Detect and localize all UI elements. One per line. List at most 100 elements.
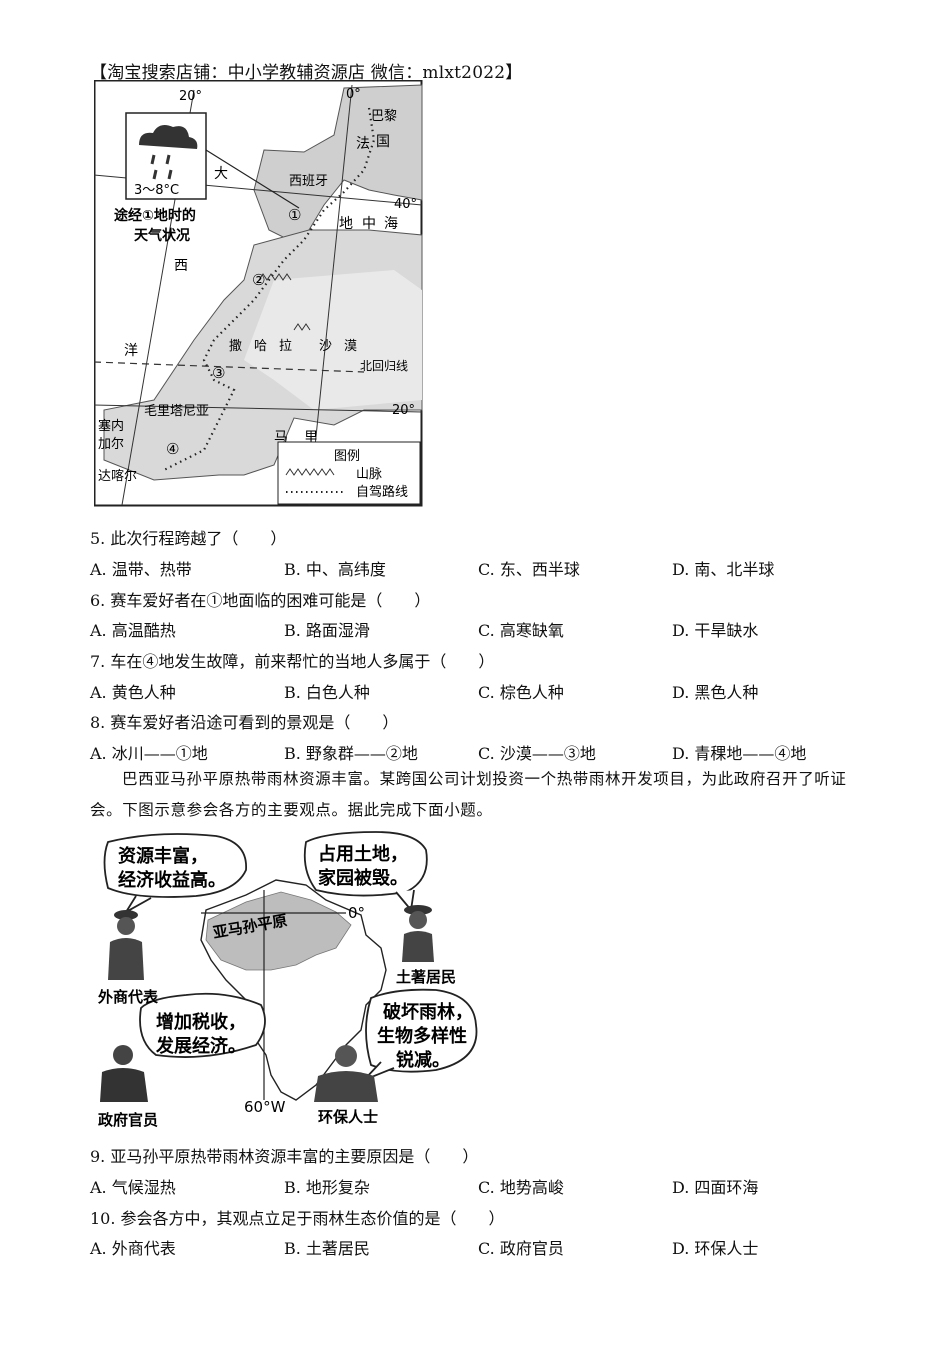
q6-option-d: D. 干旱缺水 <box>672 621 759 640</box>
weather-caption-2: 天气状况 <box>134 227 190 244</box>
question-10: 10. 参会各方中，其观点立足于雨林生态价值的是（ ） <box>90 1209 505 1228</box>
weather-caption-1: 途经①地时的 <box>114 207 196 224</box>
amazon-plain-shade <box>205 891 352 971</box>
q7-option-a: A. 黄色人种 <box>90 683 176 702</box>
lat-label-40: 40° <box>394 197 417 212</box>
sahara-shade <box>244 270 422 410</box>
mauritania-label: 毛里塔尼亚 <box>144 404 209 419</box>
q6-option-c: C. 高寒缺氧 <box>478 621 564 640</box>
france-label-1: 法 <box>356 136 370 152</box>
label-native: 土著居民 <box>396 968 456 986</box>
q10-option-a: A. 外商代表 <box>90 1239 176 1258</box>
q10-option-c: C. 政府官员 <box>478 1239 564 1258</box>
france-label-2: 国 <box>376 134 390 150</box>
legend-box <box>277 441 421 505</box>
sahara-5: 漠 <box>344 339 357 354</box>
med-label-3: 海 <box>384 216 398 232</box>
senegal-label-2: 加尔 <box>98 437 124 452</box>
bubble-native-line1: 占用土地， <box>318 843 408 865</box>
q9-option-a: A. 气候湿热 <box>90 1178 176 1197</box>
legend-mountain-icon <box>285 468 335 476</box>
amazon-hearing-figure: 亚马孙平原 0° 60°W 资源丰富， 经济收益高。 占用土地， 家园被毁。 增… <box>97 831 478 1128</box>
bubble-env-line2: 生物多样性 <box>377 1025 467 1047</box>
label-env: 环保人士 <box>318 1108 378 1126</box>
parallel-20n <box>94 404 423 413</box>
q10-option-b: B. 土著居民 <box>284 1239 370 1258</box>
marker-4: ④ <box>166 440 179 458</box>
bubble-gov <box>139 992 266 1058</box>
q5-option-d: D. 南、北半球 <box>672 560 775 579</box>
spain-label: 西班牙 <box>289 174 328 189</box>
tropic-line <box>94 361 365 373</box>
bubble-env-line3: 锐减。 <box>396 1049 450 1071</box>
marker-1: ① <box>288 206 301 224</box>
lon-label-20w: 20° <box>179 89 202 104</box>
bubble-env <box>365 988 478 1073</box>
atlas-mountains <box>258 273 292 281</box>
question-9: 9. 亚马孙平原热带雨林资源丰富的主要原因是（ ） <box>90 1147 479 1166</box>
intro-paragraph: 巴西亚马孙平原热带雨林资源丰富。某跨国公司计划投资一个热带雨林开发项目，为此政府… <box>90 770 847 819</box>
native-figure <box>402 905 434 962</box>
bubble-gov-line1: 增加税收， <box>156 1011 246 1033</box>
bubble-foreign-line1: 资源丰富， <box>118 845 208 867</box>
ocean-label-3: 洋 <box>124 343 138 359</box>
q5-option-a: A. 温带、热带 <box>90 560 192 579</box>
senegal-label-1: 塞内 <box>98 418 124 434</box>
q9-option-c: C. 地势高峻 <box>478 1178 564 1197</box>
weather-arrow <box>205 149 300 209</box>
bubble-foreign <box>103 833 247 898</box>
q9-option-d: D. 四面环海 <box>672 1178 759 1197</box>
page-header: 【淘宝搜索店铺：中小学教辅资源店 微信：mlxt2022】 <box>90 63 523 83</box>
q8-option-c: C. 沙漠——③地 <box>478 744 596 763</box>
q8-option-d: D. 青稞地——④地 <box>672 744 807 763</box>
tropic-label: 北回归线 <box>360 359 408 373</box>
equator-label: 0° <box>348 904 365 922</box>
label-foreign: 外商代表 <box>97 988 159 1006</box>
weather-temp: 3～8°C <box>134 183 179 198</box>
marker-2: ② <box>252 271 265 289</box>
env-activist-figure <box>314 1045 378 1102</box>
bubble-env-line1: 破坏雨林， <box>383 1001 473 1023</box>
label-gov: 政府官员 <box>98 1111 158 1128</box>
q6-option-a: A. 高温酷热 <box>90 621 176 640</box>
route-map: 20° 0° 40° 20° 巴黎 法 国 西班牙 大 西 洋 地 中 海 撒 … <box>94 80 423 507</box>
q8-option-b: B. 野象群——②地 <box>284 744 418 763</box>
bubble-native-line2: 家园被毁。 <box>318 867 408 889</box>
marker-3: ③ <box>212 364 225 382</box>
bubble-gov-line2: 发展经济。 <box>155 1035 246 1057</box>
europe-land <box>253 84 423 241</box>
bubble-foreign-line2: 经济收益高。 <box>118 869 226 891</box>
q10-option-d: D. 环保人士 <box>672 1239 759 1258</box>
lon-label-0: 0° <box>346 87 361 102</box>
lat-label-20: 20° <box>392 403 415 418</box>
foreign-rep-figure <box>108 910 144 980</box>
sahara-2: 哈 <box>254 339 267 354</box>
sahara-1: 撒 <box>229 338 242 354</box>
sahara-4: 沙 <box>319 339 332 354</box>
question-7: 7. 车在④地发生故障，前来帮忙的当地人多属于（ ） <box>90 652 495 671</box>
q7-option-c: C. 棕色人种 <box>478 683 564 702</box>
legend-mountain: 山脉 <box>356 467 382 482</box>
meridian-label: 60°W <box>244 1098 286 1116</box>
dakar-label: 达喀尔 <box>98 468 137 484</box>
q7-option-d: D. 黑色人种 <box>672 683 759 702</box>
legend-route: 自驾路线 <box>356 484 408 500</box>
question-8: 8. 赛车爱好者沿途可看到的景观是（ ） <box>90 713 399 732</box>
rain-cloud-icon <box>139 125 198 149</box>
med-label-1: 地 <box>339 216 353 232</box>
paris-label: 巴黎 <box>371 109 397 124</box>
med-label-2: 中 <box>362 216 376 232</box>
question-6: 6. 赛车爱好者在①地面临的困难可能是（ ） <box>90 591 431 610</box>
q6-option-b: B. 路面湿滑 <box>284 621 370 640</box>
q5-option-b: B. 中、高纬度 <box>284 560 386 579</box>
legend-title: 图例 <box>334 449 360 464</box>
q8-option-a: A. 冰川——①地 <box>90 744 208 763</box>
question-5: 5. 此次行程跨越了（ ） <box>90 529 287 548</box>
ocean-label-2: 西 <box>174 258 188 274</box>
sahara-3: 拉 <box>279 339 292 354</box>
q7-option-b: B. 白色人种 <box>284 683 370 702</box>
q5-option-c: C. 东、西半球 <box>478 560 580 579</box>
bubble-native <box>303 831 428 897</box>
meridian-0 <box>308 84 353 506</box>
ocean-label-1: 大 <box>214 166 228 182</box>
